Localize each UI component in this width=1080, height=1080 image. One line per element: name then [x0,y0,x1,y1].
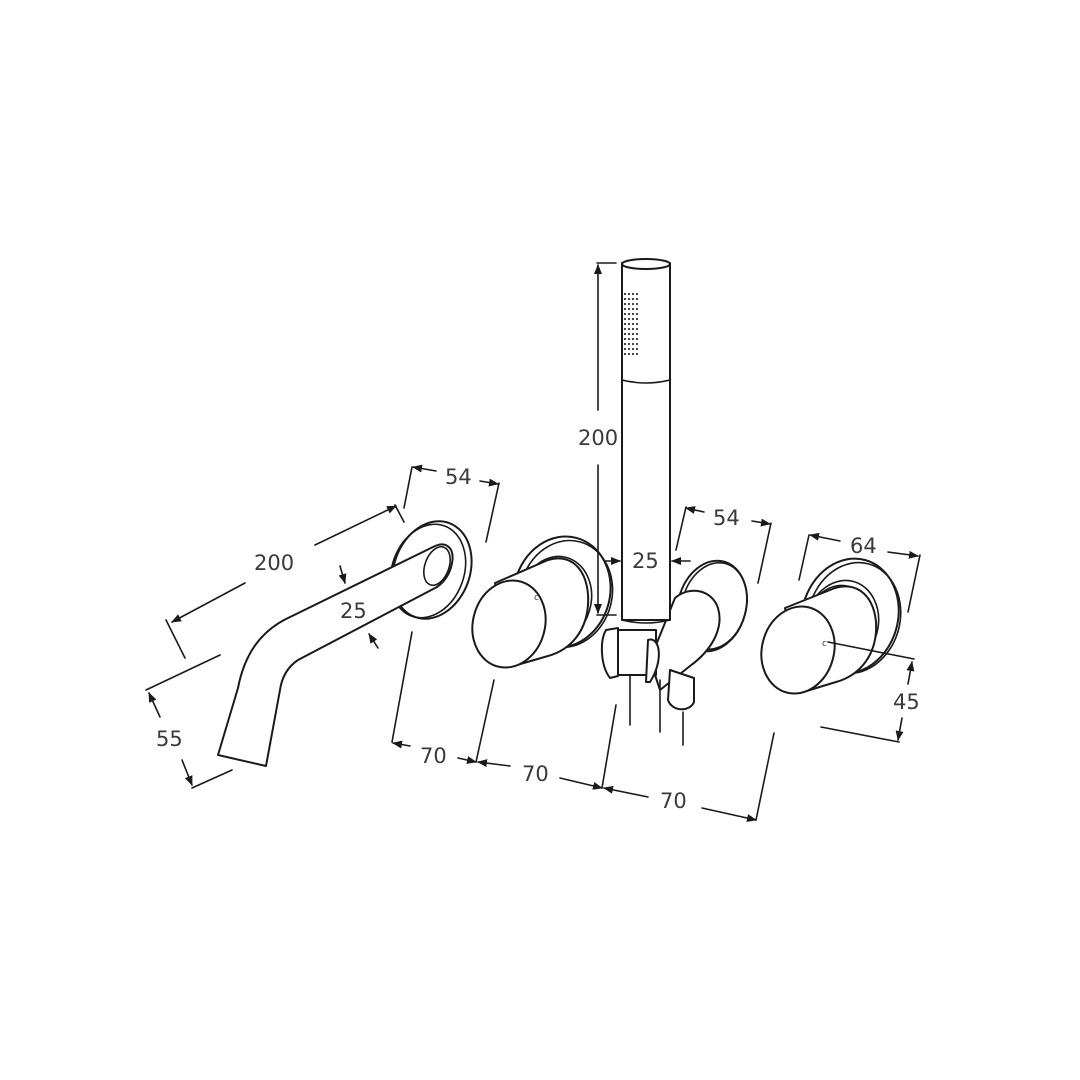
holder-rosette-label: 54 [713,506,740,530]
valve-projection-label: 45 [893,690,920,714]
handshower-length-label: 200 [578,426,618,450]
svg-text:c: c [534,593,539,603]
spacing-2-label: 70 [522,762,549,786]
valve-rosette-label: 64 [850,534,877,558]
spacing-3-label: 70 [660,789,687,813]
handshower [621,258,671,624]
shower-holder [600,559,748,746]
dimension-labels: 200 25 55 54 70 70 70 200 25 54 64 45 [156,426,920,813]
spacing-1-label: 70 [420,744,447,768]
spray-nozzles-icon [623,292,639,356]
left-valve-handle [471,579,547,669]
right-valve: c [760,557,902,695]
spout-rosette-label: 54 [445,465,472,489]
handshower-diameter-label: 25 [632,549,659,573]
spout-drop-label: 55 [156,727,183,751]
spout [217,520,473,767]
right-valve-handle [760,605,836,695]
svg-text:c: c [822,639,827,649]
left-valve: c [471,535,614,669]
spout-diameter-label: 25 [340,599,367,623]
spout-length-label: 200 [254,551,294,575]
dimension-lines [145,262,921,822]
